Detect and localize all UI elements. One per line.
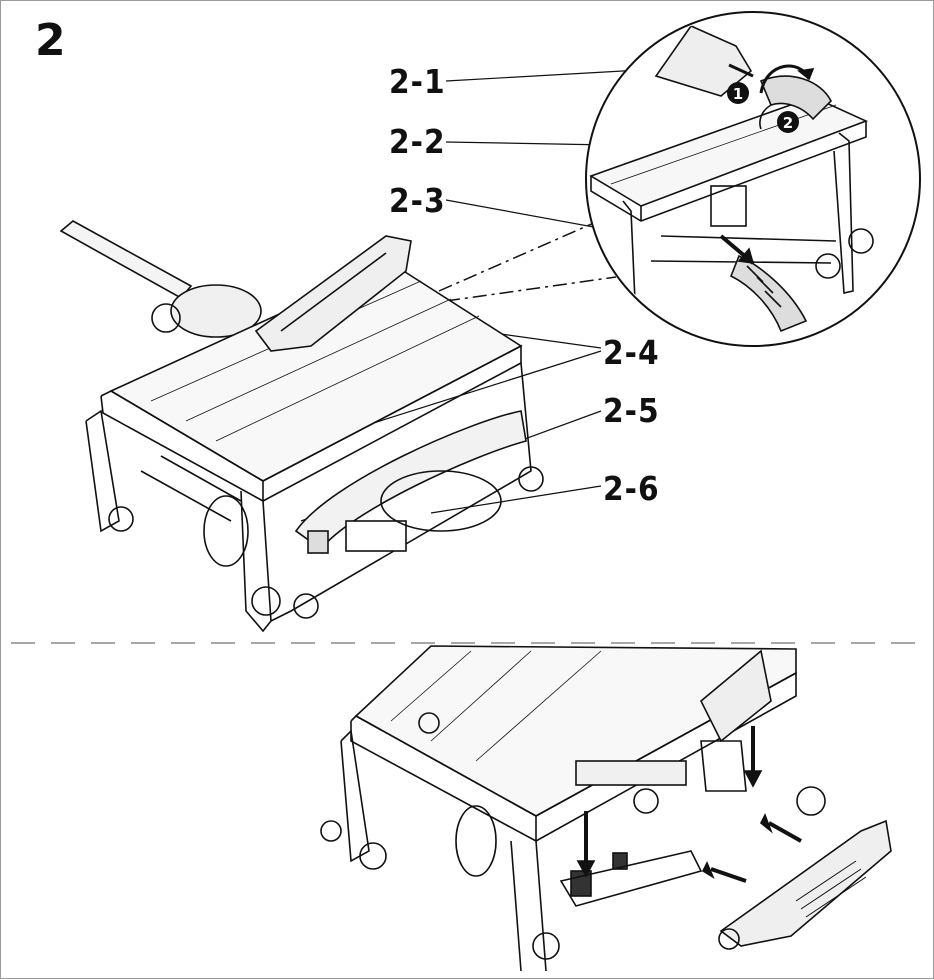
callout-2-4: 2-4 [603, 333, 660, 372]
table-saw-main [59, 220, 544, 633]
leader-2-6 [430, 485, 602, 514]
detail-projection-lines [438, 221, 617, 302]
leader-2-4a [500, 333, 602, 349]
table-saw-lower-view [320, 645, 892, 972]
step-badge-1-label: 1 [733, 85, 743, 103]
callout-2-3: 2-3 [389, 181, 446, 220]
step-badge-1 [727, 82, 749, 104]
callout-2-1: 2-1 [389, 62, 446, 101]
callout-2-5: 2-5 [603, 391, 660, 430]
step-badge-2 [777, 111, 799, 133]
step-badge-2-label: 2 [783, 114, 793, 132]
figure-number: 2 [35, 15, 66, 66]
callout-2-2: 2-2 [389, 122, 446, 161]
callout-2-6: 2-6 [603, 469, 660, 508]
detail-inset: 1 2 [585, 11, 921, 347]
